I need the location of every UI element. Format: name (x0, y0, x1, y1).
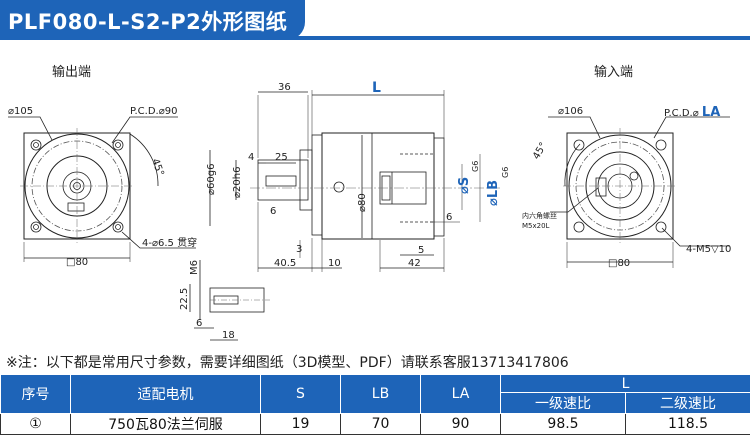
dim-sq80-left: □80 (66, 257, 88, 268)
header-stage1: 一级速比 (500, 392, 626, 414)
dim-45-left: 45° (149, 157, 165, 177)
dim-len4: 4 (248, 152, 254, 163)
dim-d20: ⌀20h6 (232, 167, 243, 198)
dim-dLB-tol: G6 (501, 167, 510, 178)
header-stage2: 二级速比 (625, 392, 750, 414)
cell-no: ① (0, 413, 71, 435)
hex-note-2: M5x20L (522, 222, 550, 230)
dim-45-right: 45° (531, 141, 549, 162)
side-view: 36 L 4 25 ⌀60g6 ⌀20h6 6 ⌀80 ⌀S G6 ⌀LB G6… (206, 80, 510, 272)
cell-stage1: 98.5 (500, 413, 626, 435)
input-end-view: 输入端 ⌀106 P.C.D.⌀ LA 45° 内六角螺丝 M5x20L 4-M… (522, 64, 731, 269)
dim-len42: 42 (408, 258, 421, 269)
dim-len18: 18 (222, 330, 235, 341)
dim-len6-right: 6 (446, 212, 452, 223)
cell-s: 19 (260, 413, 341, 435)
dim-dS-tol: G6 (471, 161, 480, 172)
dim-d105: ⌀105 (8, 106, 33, 117)
dim-len5: 5 (418, 245, 424, 256)
cell-la: 90 (420, 413, 501, 435)
technical-drawing: 输出端 ⌀105 P.C.D.⌀90 45° 4-⌀6.5 贯穿 □80 (0, 42, 750, 352)
cell-stage2: 118.5 (625, 413, 750, 435)
dim-L: L (372, 80, 381, 96)
cell-lb: 70 (340, 413, 421, 435)
note-text: ※注：以下都是常用尺寸参数，需要详细图纸（3D模型、PDF）请联系客服13713… (6, 355, 569, 371)
cell-motor: 750瓦80法兰伺服 (70, 413, 261, 435)
dim-sq80-right: □80 (608, 258, 630, 269)
output-end-label: 输出端 (52, 64, 91, 80)
dim-len6-key: 6 (196, 318, 202, 329)
dim-len3: 3 (296, 244, 302, 255)
spec-table: 序号 适配电机 S LB LA L 一级速比 二级速比 ① 750瓦80法兰伺服… (0, 374, 750, 435)
dim-m5: 4-M5▽10 (686, 244, 731, 255)
dim-pcdLA: P.C.D.⌀ LA (664, 105, 720, 120)
output-end-view: 输出端 ⌀105 P.C.D.⌀90 45° 4-⌀6.5 贯穿 □80 (8, 64, 197, 268)
dim-len6-shaft: 6 (270, 206, 276, 217)
header-l: L (500, 374, 750, 393)
table-row: ① 750瓦80法兰伺服 19 70 90 98.5 118.5 (0, 413, 750, 435)
dim-len22-5: 22.5 (179, 288, 190, 310)
dim-pcdLA-accent: LA (702, 105, 720, 120)
header-s: S (260, 374, 341, 414)
dim-pcdLA-text: P.C.D.⌀ (664, 108, 699, 119)
input-end-label: 输入端 (594, 64, 633, 80)
title-underline (0, 36, 750, 40)
dim-pcd90: P.C.D.⌀90 (130, 106, 177, 117)
page-title: PLF080-L-S2-P2外形图纸 (8, 10, 288, 34)
header-motor: 适配电机 (70, 374, 261, 414)
hex-note-1: 内六角螺丝 (522, 211, 557, 220)
dim-d106: ⌀106 (558, 106, 583, 117)
dim-len10: 10 (328, 258, 341, 269)
dim-m6: M6 (189, 260, 200, 275)
title-bar: PLF080-L-S2-P2外形图纸 (0, 0, 750, 40)
dim-d60: ⌀60g6 (206, 164, 217, 195)
header-no: 序号 (0, 374, 71, 414)
header-lb: LB (340, 374, 421, 414)
dim-dS: ⌀S (457, 177, 472, 194)
dim-len36: 36 (278, 82, 291, 93)
dim-dLB: ⌀LB (486, 180, 501, 206)
dim-d80: ⌀80 (357, 193, 368, 212)
title-tab (0, 0, 305, 40)
dim-len25: 25 (275, 152, 288, 163)
shaft-key-detail: M6 22.5 6 18 (179, 260, 270, 341)
dim-holes: 4-⌀6.5 贯穿 (142, 236, 197, 249)
header-la: LA (420, 374, 501, 414)
dim-len40-5: 40.5 (274, 258, 296, 269)
